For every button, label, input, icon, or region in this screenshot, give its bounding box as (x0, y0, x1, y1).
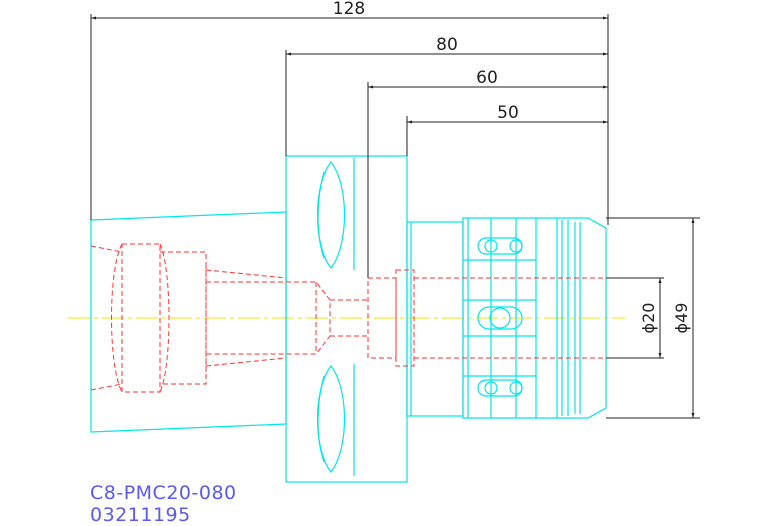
part-outline (90, 155, 607, 483)
dim-text-50: 50 (497, 103, 519, 123)
dim-text-60: 60 (476, 68, 498, 88)
dim-text-d20: ϕ20 (639, 303, 658, 334)
dimension-lines (90, 14, 700, 419)
part-number-label: 03211195 (90, 504, 191, 526)
dim-text-128: 128 (333, 0, 365, 19)
dim-text-d49: ϕ49 (672, 303, 691, 334)
part-code-label: C8-PMC20-080 (90, 482, 237, 504)
dim-text-80: 80 (436, 35, 458, 55)
dimension-texts: 128 80 60 50 ϕ20 ϕ49 (333, 0, 691, 333)
hidden-lines (90, 243, 606, 393)
